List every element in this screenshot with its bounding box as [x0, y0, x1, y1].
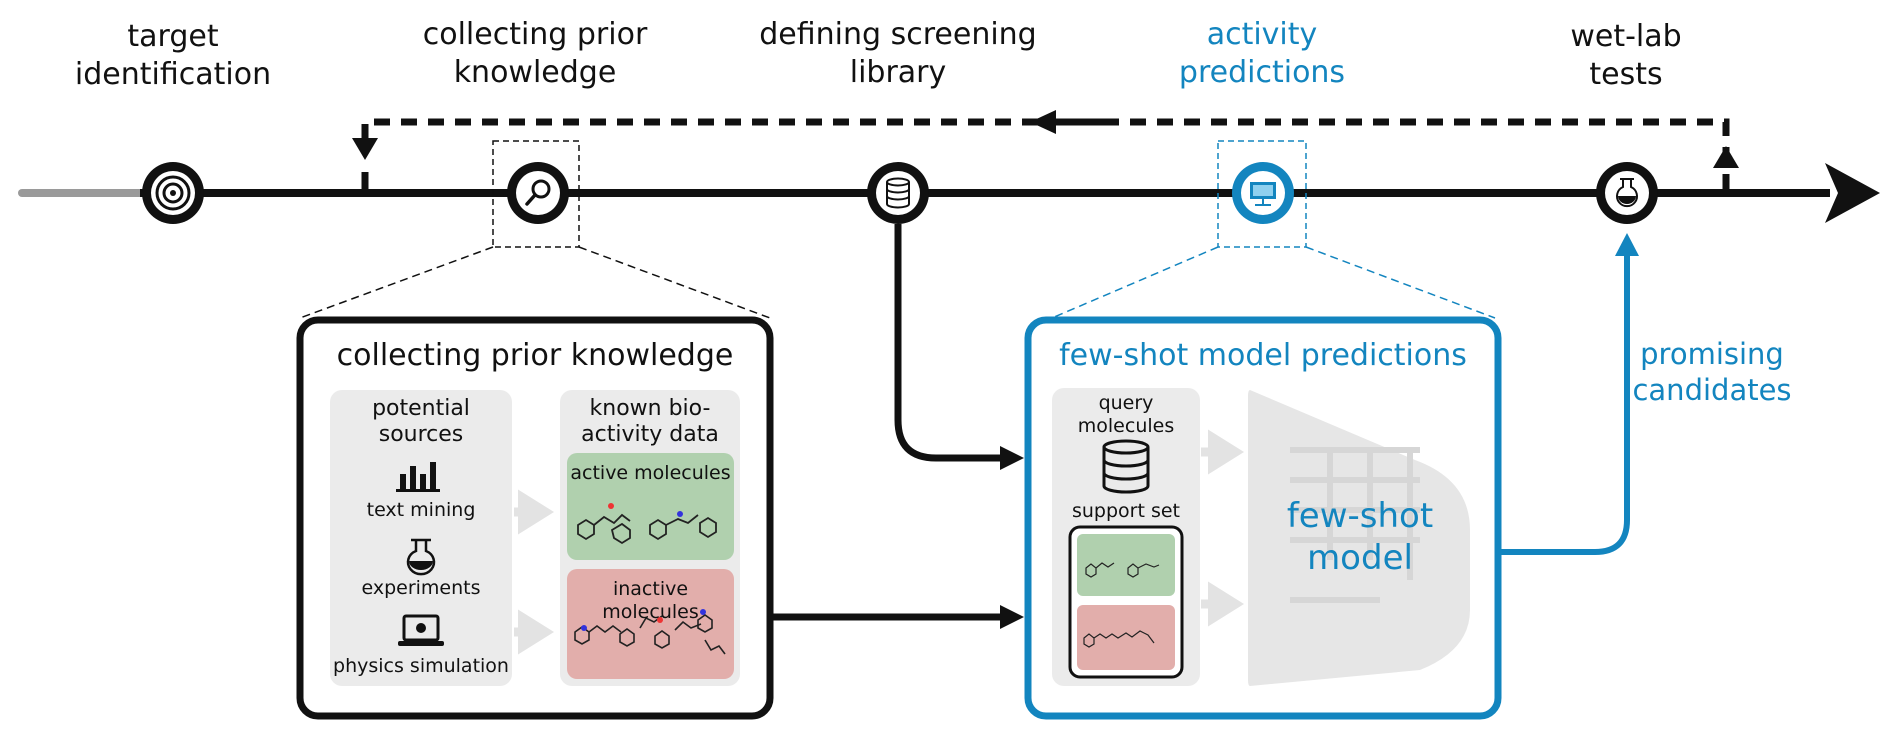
support-molecule-drawings: [1083, 562, 1160, 648]
query-database-icon: [1102, 439, 1150, 494]
sources-title: potential sources: [330, 396, 512, 448]
output-label-line: promising: [1640, 337, 1784, 371]
sources-title-line: potential: [372, 396, 470, 421]
support-active-box: [1077, 534, 1175, 596]
stage-label-library: defining screening library: [738, 16, 1058, 92]
stage-label-line: wet-lab: [1570, 19, 1682, 54]
zoom-line-blue-right: [1305, 246, 1496, 319]
database-icon: [886, 177, 910, 209]
source-label-text-mining: text mining: [366, 499, 476, 521]
inactive-molecules-label: inactive molecules: [602, 578, 699, 623]
stage-label-line: knowledge: [453, 55, 617, 90]
stage-label-line: identification: [74, 57, 272, 92]
prior-arrowhead: [1000, 605, 1024, 629]
stage-label-wetlab: wet-lab tests: [1466, 18, 1786, 94]
feedback-arrow-left: [1030, 110, 1056, 134]
atom-dot: [700, 609, 706, 615]
library-node: [867, 162, 929, 224]
laptop-icon: [398, 614, 444, 646]
active-molecule-drawings: [577, 513, 717, 545]
library-arrowhead: [1000, 446, 1024, 470]
known-data-title-line: known bio-: [589, 396, 711, 421]
flask-icon: [1616, 178, 1638, 208]
atom-dot: [608, 503, 614, 509]
query-label: query molecules: [1052, 392, 1200, 438]
atom-dot: [677, 511, 683, 517]
feedback-loop: [361, 118, 1730, 190]
active-molecules-label: active molecules: [570, 462, 731, 484]
output-label: promising candidates: [1552, 336, 1872, 408]
known-data-title-line: activity data: [581, 422, 719, 447]
stage-label-line: target: [127, 19, 219, 54]
support-set-label: support set: [1071, 500, 1181, 522]
prediction-node: [1232, 162, 1294, 224]
query-label-line: molecules: [1077, 415, 1175, 437]
active-molecules-box: [567, 453, 734, 560]
stage-label-line: library: [849, 55, 947, 90]
candidates-path: [1498, 255, 1630, 555]
model-internals: [1290, 447, 1420, 603]
feedback-arrow-up: [1713, 146, 1739, 168]
prior-node: [507, 162, 569, 224]
query-label-line: query: [1098, 392, 1154, 414]
model-label-line: model: [1307, 538, 1413, 578]
sources-box: [330, 390, 512, 686]
feedback-arrow-down: [352, 138, 378, 160]
atom-dot: [581, 625, 587, 631]
sources-title-line: sources: [378, 422, 464, 447]
source-label-experiments: experiments: [361, 577, 481, 599]
monitor-icon: [1250, 182, 1276, 206]
library-to-model-path: [894, 224, 1005, 462]
output-label-line: candidates: [1632, 373, 1792, 407]
known-data-title: known bio- activity data: [560, 396, 740, 448]
stage-label-line: predictions: [1178, 55, 1346, 90]
stage-label-predictions: activity predictions: [1102, 16, 1422, 92]
zoom-line-left: [299, 246, 494, 319]
prior-panel-title: collecting prior knowledge: [336, 338, 734, 373]
target-node: [142, 162, 204, 224]
prediction-zoom-box: [1217, 140, 1307, 248]
model-label-line: few-shot: [1286, 496, 1434, 536]
magnifier-icon: [525, 179, 551, 206]
stage-label-prior: collecting prior knowledge: [375, 16, 695, 92]
zoom-line-right: [578, 246, 771, 319]
stage-label-line: activity: [1206, 17, 1318, 52]
stage-label-target: target identification: [13, 18, 333, 94]
experiments-flask-icon: [406, 538, 436, 576]
model-label: few-shot model: [1250, 495, 1470, 579]
atom-dot: [657, 617, 663, 623]
source-label-physics: physics simulation: [333, 655, 509, 677]
zoom-line-blue-left: [1051, 246, 1219, 319]
model-panel-title: few-shot model predictions: [1059, 338, 1467, 373]
prior-zoom-box: [492, 140, 580, 248]
wetlab-node: [1596, 162, 1658, 224]
timeline-arrowhead: [1825, 163, 1880, 223]
candidates-arrowhead: [1615, 233, 1639, 256]
stage-label-line: defining screening: [759, 17, 1037, 52]
inactive-molecules-box: [567, 569, 734, 679]
stage-label-line: tests: [1589, 57, 1663, 92]
bar-chart-icon: [396, 462, 440, 492]
support-inactive-box: [1077, 605, 1175, 670]
stage-label-line: collecting prior: [422, 17, 648, 52]
